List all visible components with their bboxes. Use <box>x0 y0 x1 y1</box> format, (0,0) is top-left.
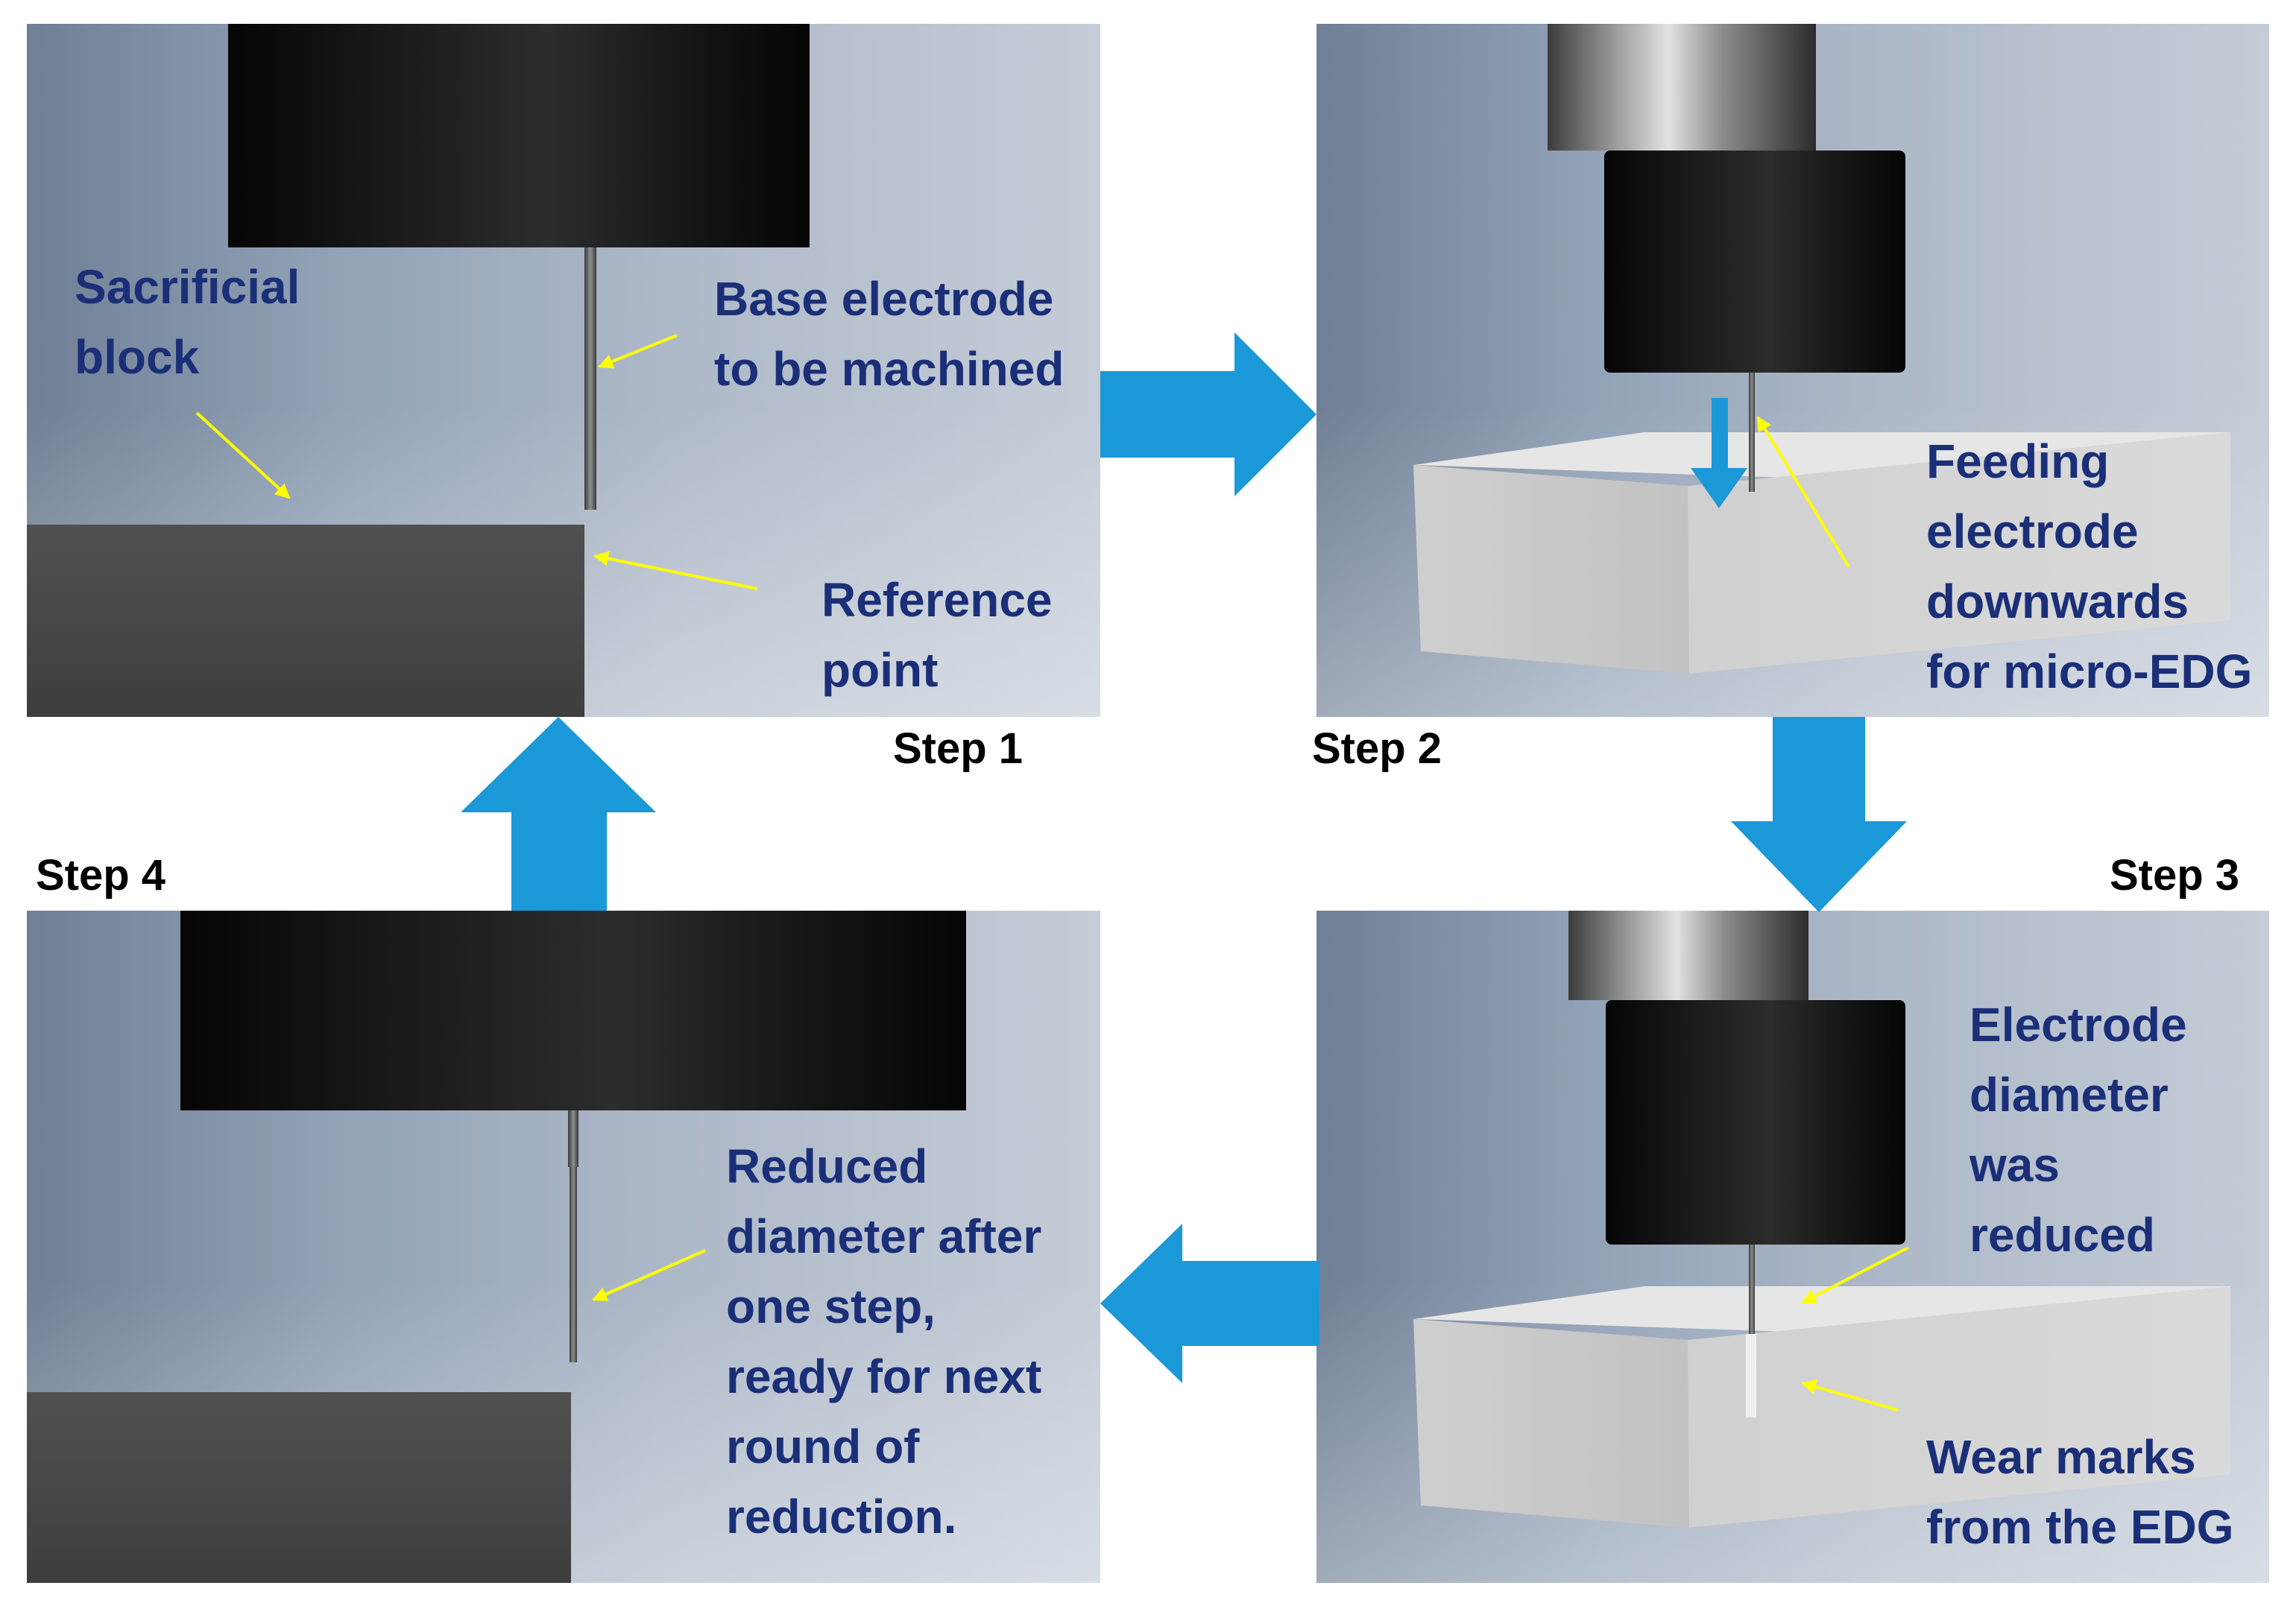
spindle-cylinder <box>1568 911 1808 1000</box>
step2-panel: Feeding electrode downwards for micro-ED… <box>1316 24 2269 717</box>
step2-illustration <box>1413 24 2230 674</box>
reduced-diameter-label: Reduced diameter after one step, ready f… <box>726 1139 1042 1543</box>
spindle-cylinder <box>1548 24 1816 151</box>
reference-point-pointer <box>593 551 758 590</box>
sacrificial-block <box>27 1392 571 1583</box>
sacrificial-block-label: Sacrificial block <box>75 260 300 384</box>
step1-illustration <box>27 24 810 717</box>
electrode-shank <box>568 1110 578 1167</box>
workpiece-front <box>1413 1319 1689 1528</box>
step3-illustration <box>1413 911 2230 1528</box>
step4-illustration <box>27 911 966 1583</box>
feeding-label: Feeding electrode downwards for micro-ED… <box>1926 434 2253 698</box>
arrow-step3-to-step4 <box>1100 1224 1319 1383</box>
base-electrode-pointer <box>598 334 678 369</box>
arrow-step4-to-step1 <box>461 717 656 912</box>
base-electrode-label: Base electrode to be machined <box>714 272 1065 396</box>
arrow-step1-to-step2 <box>1100 332 1316 496</box>
workpiece-side <box>1688 432 2230 674</box>
reduced-diameter-pointer <box>592 1249 706 1301</box>
sacrificial-block <box>27 525 584 717</box>
electrode-holder <box>180 911 966 1110</box>
wear-mark <box>1746 1334 1756 1417</box>
feed-down-arrow <box>1691 398 1747 508</box>
diameter-pointer <box>1801 1246 1909 1304</box>
base-electrode <box>584 247 596 510</box>
step1-panel: Sacrificial block Base electrode to be m… <box>27 24 1100 717</box>
step1-label: Step 1 <box>893 724 1024 773</box>
arrow-step2-to-step3 <box>1731 717 1907 912</box>
step3-panel: Electrode diameter was reduced Wear mark… <box>1316 911 2269 1583</box>
feeding-pointer <box>1756 416 1850 568</box>
reduced-electrode-wire <box>1749 1245 1755 1334</box>
electrode-holder <box>228 24 810 247</box>
diameter-reduced-label: Electrode diameter was reduced <box>1969 998 2187 1262</box>
step4-label: Step 4 <box>36 851 166 900</box>
electrode-holder <box>1606 1000 1905 1245</box>
workpiece-front <box>1413 465 1689 674</box>
electrode-wire <box>1749 373 1755 492</box>
electrode-holder <box>1604 151 1905 373</box>
workpiece-side <box>1688 1286 2230 1528</box>
wear-marks-label: Wear marks from the EDG <box>1926 1430 2234 1554</box>
step2-label: Step 2 <box>1312 724 1442 773</box>
sacrificial-block-pointer <box>195 411 291 499</box>
reference-point-label: Reference point <box>821 573 1053 697</box>
wear-marks-pointer <box>1801 1379 1899 1411</box>
reduced-electrode <box>570 1167 577 1362</box>
step4-panel: Reduced diameter after one step, ready f… <box>27 911 1100 1583</box>
step3-label: Step 3 <box>2110 851 2240 900</box>
